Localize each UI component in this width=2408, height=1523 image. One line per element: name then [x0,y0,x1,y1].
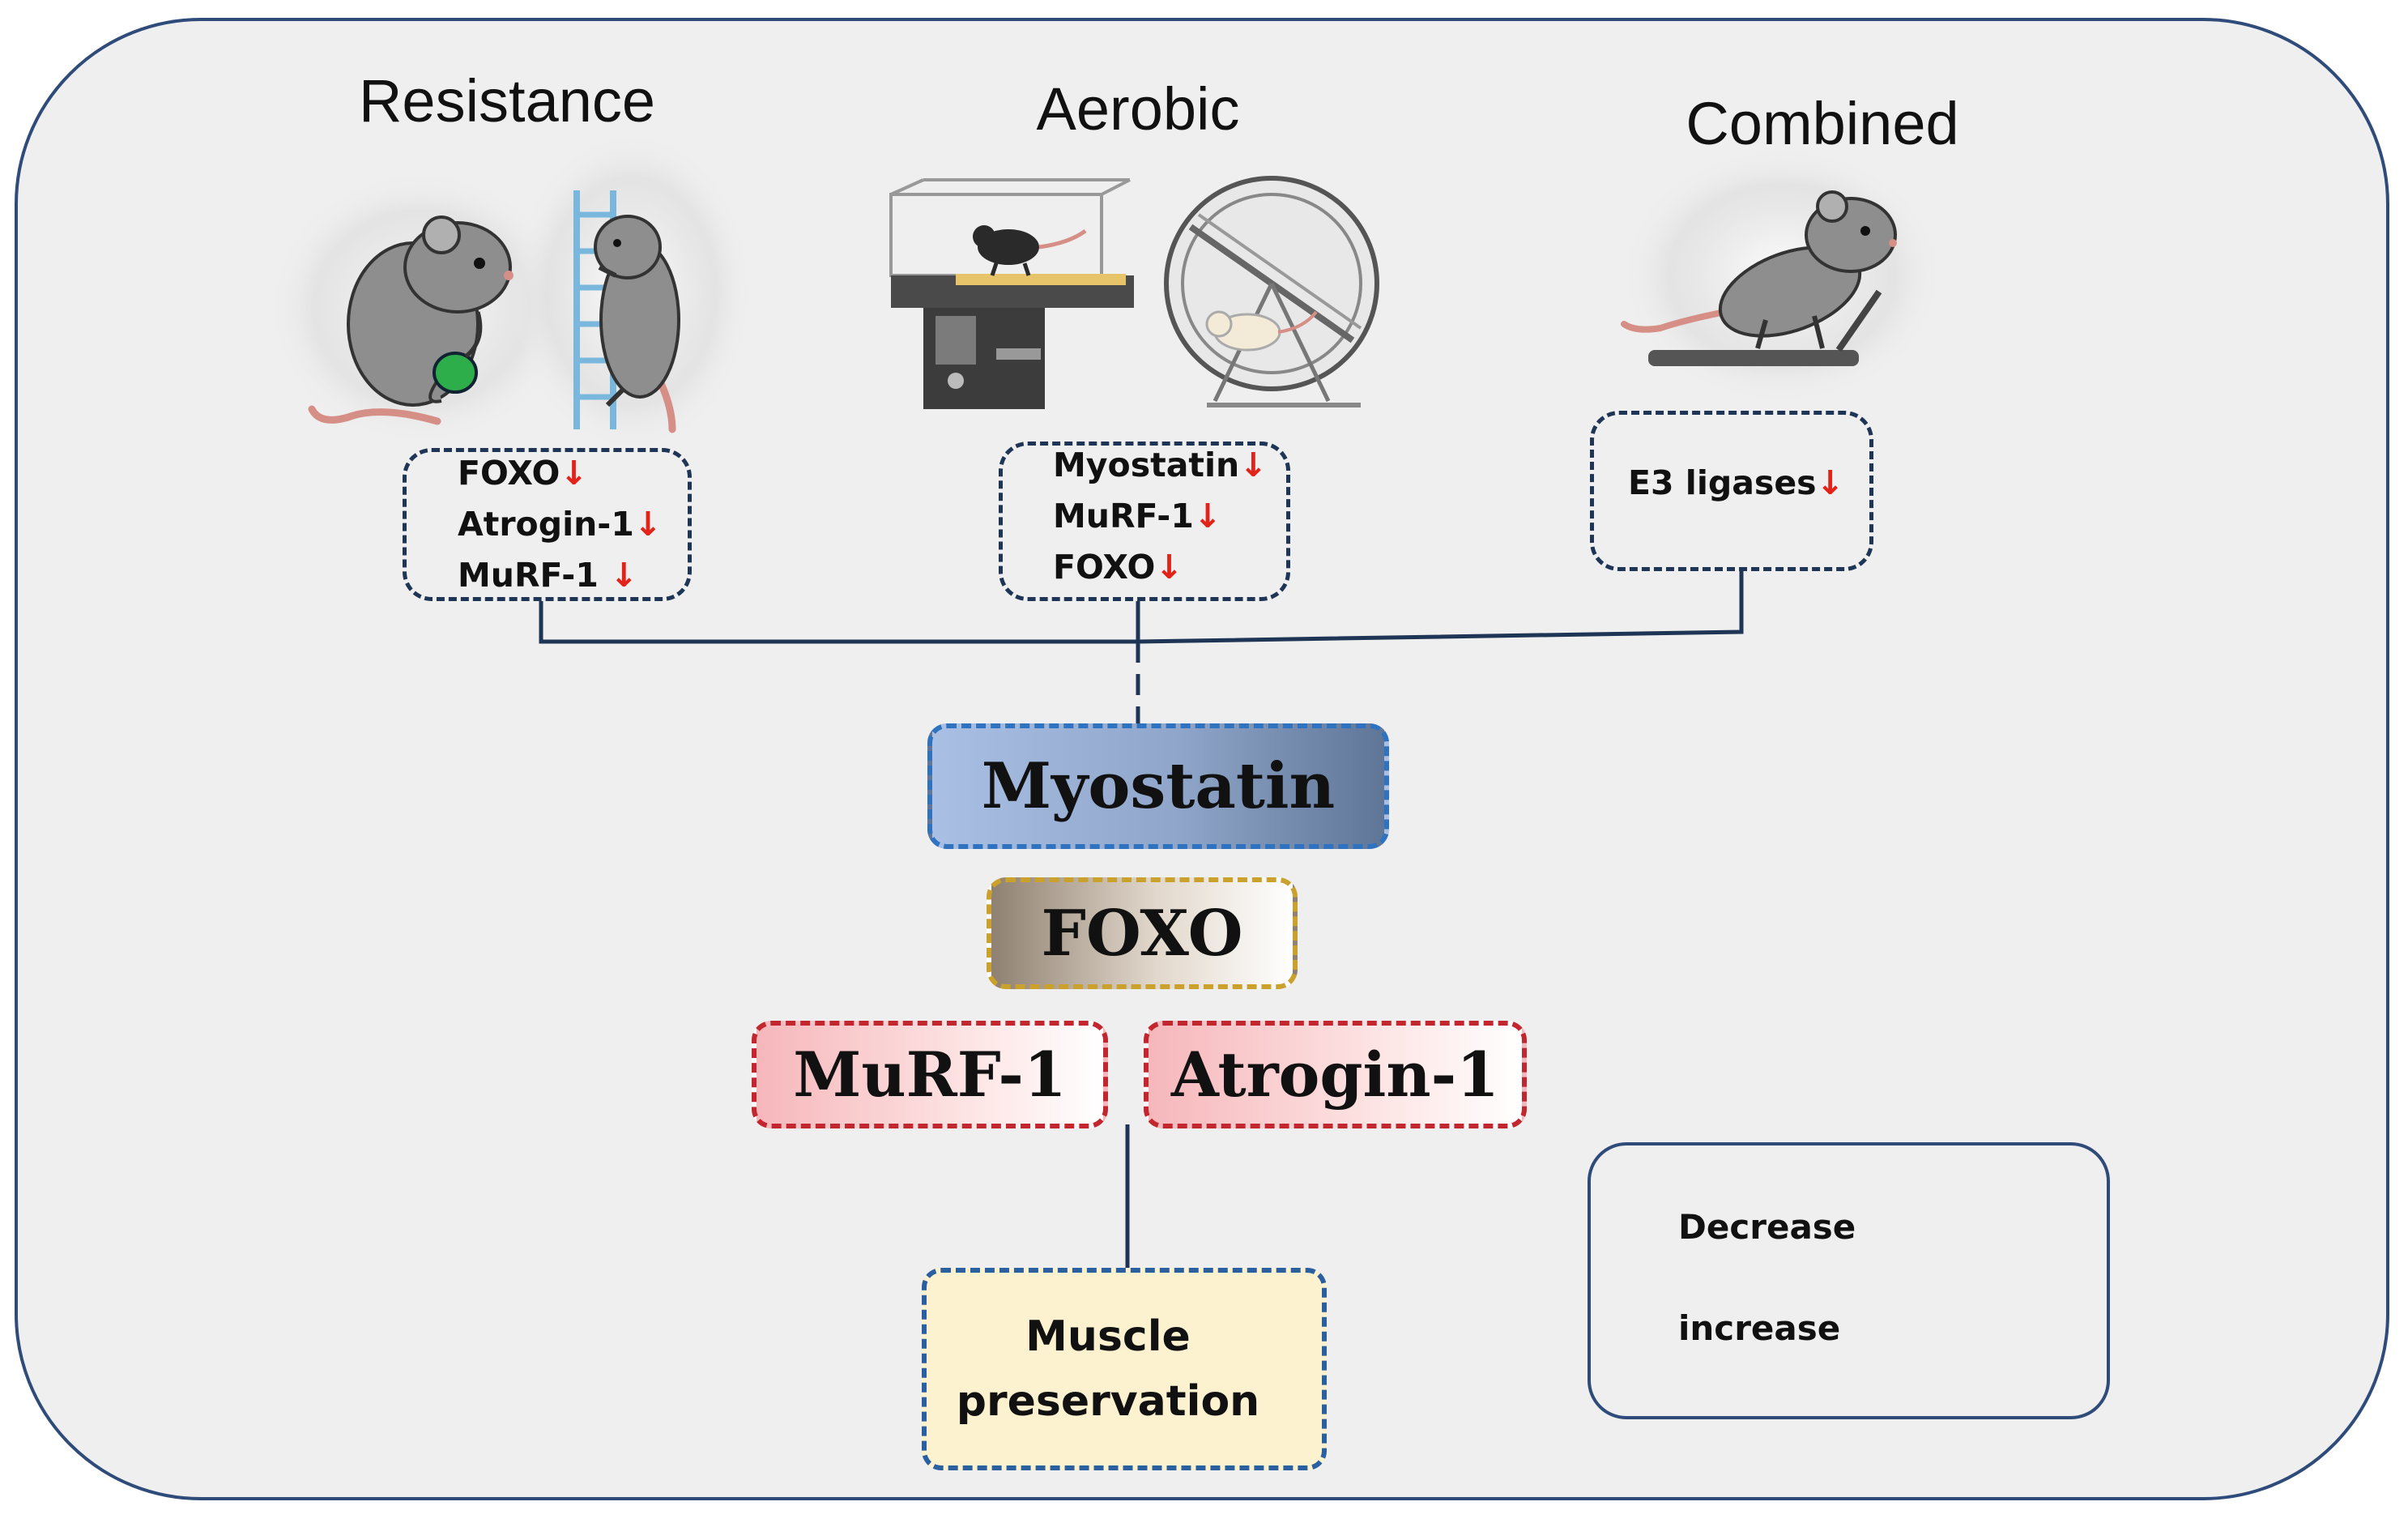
marker-item: MuRF-1 ↓ [458,556,638,595]
resistance-markers: FOXO↓ Atrogin-1↓ MuRF-1 ↓ [458,448,662,601]
mouse-on-treadmill-icon [1620,146,1944,405]
title-combined: Combined [1686,90,1959,157]
outcome-line-1: Muscle [1025,1312,1191,1361]
decrease-arrow-icon: ↓ [1193,497,1222,535]
combined-markers-box [1590,411,1873,571]
atrogin1-box: Atrogin-1 [1144,1021,1527,1128]
outcome-line-2: preservation [956,1377,1260,1426]
legend-box [1588,1142,2110,1419]
mouse-in-running-wheel-icon [1164,176,1379,407]
marker-item: Myostatin↓ [1053,446,1268,484]
marker-item: FOXO↓ [1053,548,1183,587]
murf1-box: MuRF-1 [752,1021,1108,1128]
decrease-arrow-icon: ↓ [633,505,663,544]
marker-item: MuRF-1↓ [1053,497,1222,535]
connector-lines [539,571,1744,1268]
mouse-climbing-ladder-icon [510,130,753,454]
title-resistance: Resistance [358,67,656,134]
decrease-arrow-icon: ↓ [1155,548,1183,587]
marker-item: E3 ligases↓ [1628,463,1844,502]
mouse-on-treadmill-icon [889,178,1134,409]
myostatin-box: Myostatin [927,723,1389,849]
resistance-markers-box [403,448,692,601]
decrease-arrow-icon: ↓ [1816,463,1844,502]
mouse-with-weight-icon [267,170,575,446]
aerobic-markers: Myostatin↓ MuRF-1↓ FOXO↓ [1053,440,1268,593]
legend-increase-label: increase [1678,1308,1841,1348]
combined-markers: E3 ligases↓ [1628,458,1844,509]
marker-item: FOXO↓ [458,454,588,493]
foxo-box: FOXO [987,877,1298,989]
marker-item: Atrogin-1↓ [458,505,663,544]
title-aerobic: Aerobic [1036,75,1240,143]
decrease-arrow-icon: ↓ [610,556,638,595]
decrease-arrow-icon: ↓ [560,454,588,493]
muscle-preservation-box: Muscle preservation [922,1268,1327,1470]
aerobic-markers-box [999,442,1290,601]
decrease-arrow-icon: ↓ [1239,446,1268,484]
legend-decrease-label: Decrease [1678,1207,1856,1247]
